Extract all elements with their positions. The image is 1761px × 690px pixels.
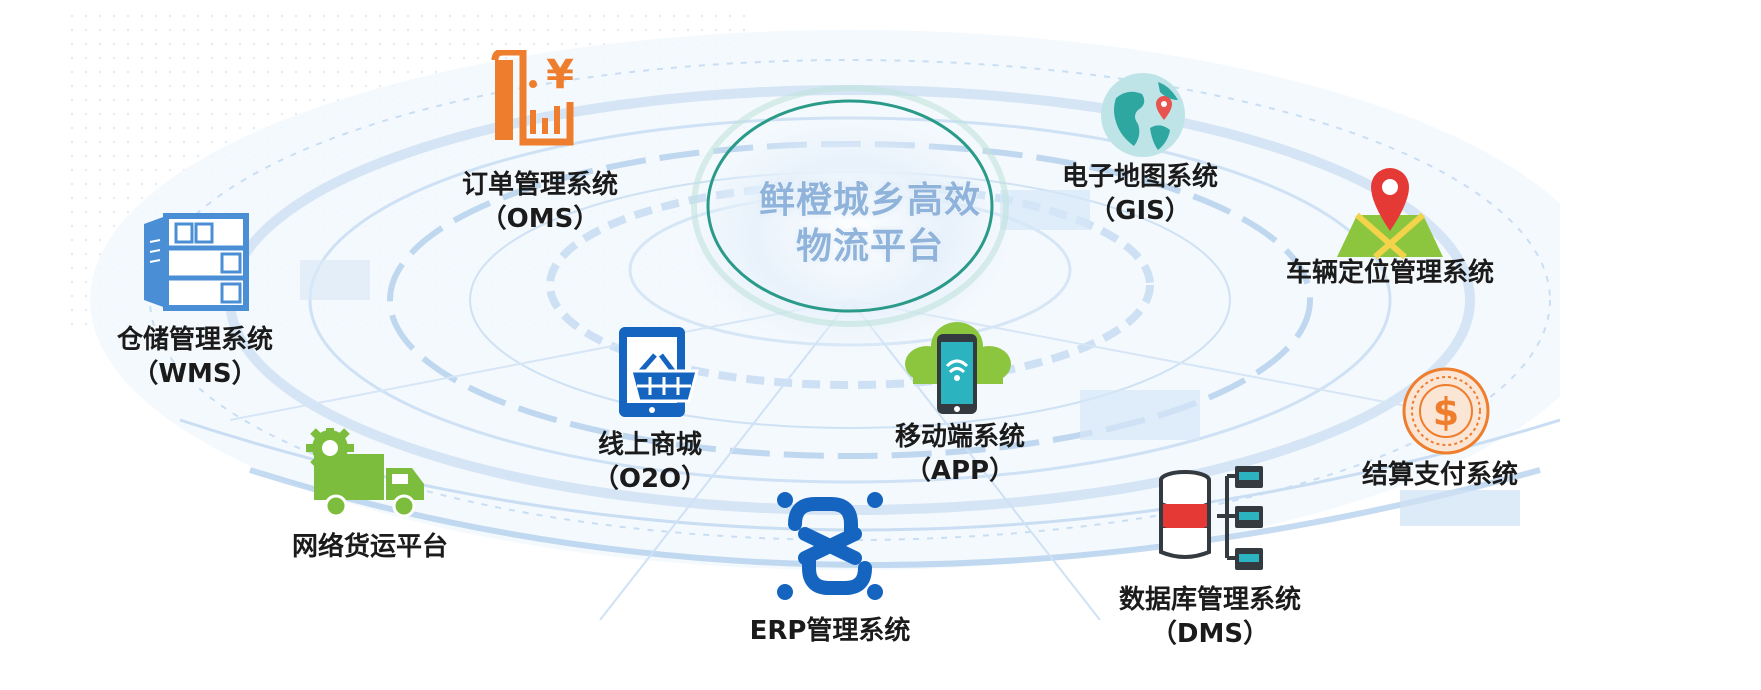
vehicle-label: 车辆定位管理系统: [1260, 256, 1520, 290]
freight-label: 网络货运平台: [270, 530, 470, 564]
erp-name: ERP管理系统: [749, 616, 911, 646]
gis-name: 电子地图系统: [1061, 162, 1218, 192]
erp-label: ERP管理系统: [730, 614, 930, 648]
truck-gear-icon: [306, 428, 424, 518]
dms-code: （DMS）: [1150, 619, 1270, 649]
map-pin-icon: [1337, 167, 1443, 260]
oms-name: 订单管理系统: [461, 170, 618, 200]
o2o-code: （O2O）: [592, 464, 708, 494]
app-label: 移动端系统 （APP）: [860, 420, 1060, 488]
app-name: 移动端系统: [894, 422, 1025, 452]
o2o-name: 线上商城: [597, 430, 702, 460]
erp-links-icon: [777, 492, 883, 600]
shopping-tablet-icon: [619, 327, 699, 417]
oms-label: 订单管理系统 （OMS）: [430, 168, 650, 236]
wms-label: 仓储管理系统 （WMS）: [85, 323, 305, 391]
dollar-coin-icon: $: [1402, 367, 1490, 455]
platform-title-line2: 物流平台: [795, 226, 944, 267]
center-ring: [706, 99, 994, 313]
gis-label: 电子地图系统 （GIS）: [1030, 160, 1250, 228]
freight-name: 网络货运平台: [291, 532, 448, 562]
platform-title: 鲜橙城乡高效 物流平台: [720, 178, 1020, 270]
database-icon: [1159, 466, 1263, 570]
mobile-cloud-icon: [905, 322, 1011, 414]
warehouse-shelf-icon: [144, 213, 249, 311]
wms-code: （WMS）: [132, 359, 258, 389]
dms-label: 数据库管理系统 （DMS）: [1090, 583, 1330, 651]
app-code: （APP）: [904, 456, 1016, 486]
dms-name: 数据库管理系统: [1118, 585, 1301, 615]
svg-text:¥: ¥: [546, 52, 574, 98]
oms-code: （OMS）: [480, 204, 600, 234]
payment-label: 结算支付系统: [1340, 458, 1540, 492]
globe-map-icon: [1101, 73, 1185, 157]
gis-code: （GIS）: [1089, 196, 1191, 226]
payment-name: 结算支付系统: [1361, 460, 1518, 490]
svg-text:$: $: [1433, 390, 1459, 434]
vehicle-name: 车辆定位管理系统: [1285, 258, 1494, 288]
o2o-label: 线上商城 （O2O）: [560, 428, 740, 496]
platform-title-line1: 鲜橙城乡高效: [758, 180, 981, 221]
wms-name: 仓储管理系统: [116, 325, 273, 355]
order-receipt-icon: ¥: [491, 50, 574, 146]
